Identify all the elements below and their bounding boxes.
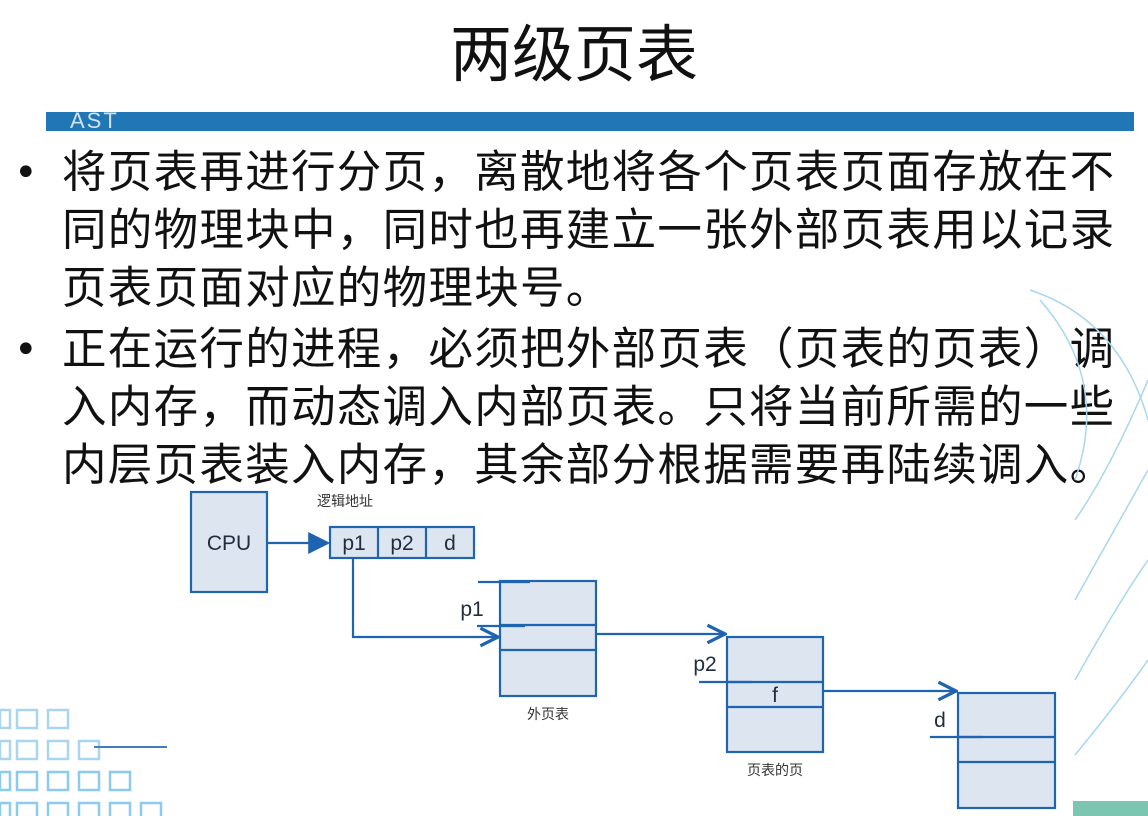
field-p2: p2 [390,532,413,555]
decorative-curves [1029,289,1148,756]
banner-logo: AST [70,108,119,133]
bullet-icon: • [14,327,38,373]
frame-entry-label: f [772,684,778,707]
p1-arrow [351,558,498,637]
page-table-page [725,635,825,754]
cpu-label: CPU [207,532,251,555]
header-band [46,112,1134,131]
bullet-1-line-2: 同的物理块中，同时也再建立一张外部页表用以记录 [62,205,1116,256]
decorative-green-block [1073,801,1148,816]
outer-table-caption: 外页表 [527,707,569,723]
decorative-squares [0,708,163,816]
bullet-2-line-2: 入内存，而动态调入内部页表。只将当前所需的一些 [62,382,1116,433]
bullet-2-line-1: 正在运行的进程，必须把外部页表（页表的页表）调 [62,324,1116,375]
bullet-1-line-1: 将页表再进行分页，离散地将各个页表页面存放在不 [62,147,1116,198]
page-table-caption: 页表的页 [747,763,803,779]
outer-page-table [498,579,598,698]
logical-address-box [328,525,476,560]
offset-label: d [934,709,946,732]
field-p1: p1 [342,532,365,555]
slide-title: 两级页表 [449,18,698,91]
physical-page-frame [956,691,1057,810]
outer-index-label: p1 [460,598,483,621]
bullet-2-line-3: 内层页表装入内存，其余部分根据需要再陆续调入。 [62,440,1116,491]
bullet-icon: • [14,150,38,196]
field-d: d [444,532,456,555]
page-index-label: p2 [693,653,716,676]
bullet-1-line-3: 页表页面对应的物理块号。 [62,263,612,314]
logical-address-label: 逻辑地址 [317,494,373,510]
